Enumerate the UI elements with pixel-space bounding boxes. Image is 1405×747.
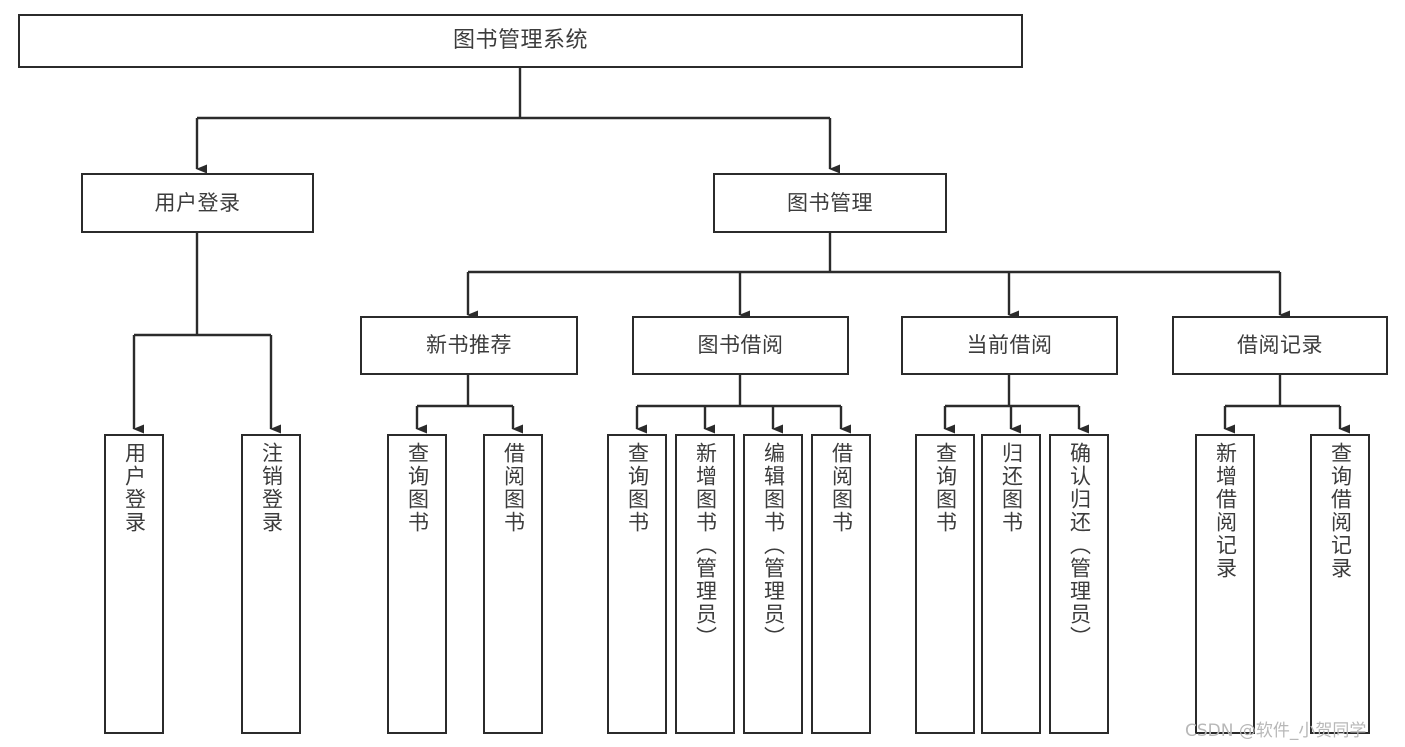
node-label: 用户登录 <box>122 442 147 534</box>
node-label: 查询图书 <box>625 442 650 534</box>
node-label: 用户登录 <box>154 190 241 215</box>
leaf-record-add[interactable]: 新增借阅记录 <box>1195 434 1255 734</box>
node-label: 新增图书（管理员） <box>693 442 718 649</box>
node-label: 查询借阅记录 <box>1328 442 1353 580</box>
node-book-management[interactable]: 图书管理 <box>713 173 947 233</box>
node-label: 图书借阅 <box>697 333 784 358</box>
leaf-newbook-query-book[interactable]: 查询图书 <box>387 434 447 734</box>
leaf-current-return-book[interactable]: 归还图书 <box>981 434 1041 734</box>
node-label: 查询图书 <box>405 442 430 534</box>
node-label: 新增借阅记录 <box>1213 442 1238 580</box>
leaf-user-logout[interactable]: 注销登录 <box>241 434 301 734</box>
node-user-login[interactable]: 用户登录 <box>81 173 314 233</box>
node-label: 注销登录 <box>259 442 284 534</box>
node-label: 编辑图书（管理员） <box>761 442 786 649</box>
node-label: 归还图书 <box>999 442 1024 534</box>
leaf-borrow-add-book[interactable]: 新增图书（管理员） <box>675 434 735 734</box>
leaf-newbook-borrow-book[interactable]: 借阅图书 <box>483 434 543 734</box>
leaf-current-query-book[interactable]: 查询图书 <box>915 434 975 734</box>
node-label: 借阅记录 <box>1237 333 1323 358</box>
node-label: 借阅图书 <box>501 442 526 534</box>
csdn-watermark: CSDN @软件_小贺同学 <box>1185 721 1367 741</box>
node-label: 图书管理系统 <box>452 28 588 54</box>
node-book-borrow[interactable]: 图书借阅 <box>632 316 849 375</box>
node-label: 查询图书 <box>933 442 958 534</box>
node-current-borrow[interactable]: 当前借阅 <box>901 316 1118 375</box>
leaf-borrow-query-book[interactable]: 查询图书 <box>607 434 667 734</box>
node-borrow-record[interactable]: 借阅记录 <box>1172 316 1388 375</box>
leaf-record-query[interactable]: 查询借阅记录 <box>1310 434 1370 734</box>
node-label: 确认归还（管理员） <box>1067 442 1092 649</box>
leaf-current-confirm-return[interactable]: 确认归还（管理员） <box>1049 434 1109 734</box>
leaf-user-login[interactable]: 用户登录 <box>104 434 164 734</box>
node-label: 当前借阅 <box>966 333 1053 358</box>
node-label: 新书推荐 <box>426 333 512 358</box>
node-new-book-recommend[interactable]: 新书推荐 <box>360 316 578 375</box>
node-label: 借阅图书 <box>829 442 854 534</box>
leaf-borrow-borrow-book[interactable]: 借阅图书 <box>811 434 871 734</box>
leaf-borrow-edit-book[interactable]: 编辑图书（管理员） <box>743 434 803 734</box>
node-root-system[interactable]: 图书管理系统 <box>18 14 1023 68</box>
node-label: 图书管理 <box>787 190 873 215</box>
